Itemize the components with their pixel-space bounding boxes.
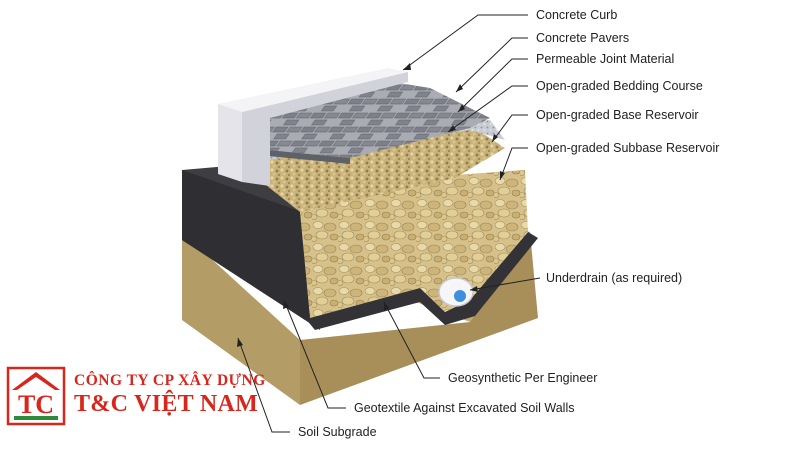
label-permeable-joint-material: Permeable Joint Material (536, 52, 675, 66)
label-open-graded-subbase-reservoir: Open-graded Subbase Reservoir (536, 141, 720, 155)
arrowhead-concrete-pavers (456, 84, 463, 92)
arrowhead-soil-subgrade (237, 338, 243, 347)
base-reservoir (262, 125, 505, 212)
label-soil-subgrade: Soil Subgrade (298, 425, 377, 439)
leader-subbase-reservoir (499, 147, 528, 181)
arrowhead-geosynthetic (384, 302, 389, 311)
arrowhead-base-reservoir (492, 134, 498, 142)
arrowhead-permeable-joint (458, 104, 465, 112)
underdrain-pipe (438, 277, 474, 307)
geosynthetic-liner-bottom (305, 232, 538, 330)
leader-geotextile (283, 299, 346, 409)
leader-bedding-course (447, 85, 528, 133)
arrowhead-concrete-curb (403, 63, 411, 70)
company-logo: TC CÔNG TY CP XÂY DỰNG T&C VIỆT NAM (6, 364, 265, 430)
concrete-curb-top (218, 68, 408, 112)
leader-underdrain (469, 277, 541, 291)
leader-base-reservoir (491, 114, 528, 143)
label-underdrain: Underdrain (as required) (546, 271, 683, 285)
company-logo-mark-icon: TC (6, 366, 66, 426)
leader-soil-subgrade (237, 337, 290, 433)
logo-mark-letters: TC (18, 390, 54, 419)
arrowhead-bedding-course (448, 125, 456, 132)
leader-concrete-curb (402, 14, 528, 71)
leader-geosynthetic (383, 301, 440, 379)
arrowhead-underdrain (470, 286, 478, 292)
arrowhead-subbase-reservoir (500, 171, 505, 180)
label-open-graded-base-reservoir: Open-graded Base Reservoir (536, 108, 699, 122)
arrowhead-geotextile (283, 300, 289, 309)
concrete-curb-side (242, 72, 408, 186)
leader-concrete-pavers (455, 37, 528, 93)
logo-company-line1: CÔNG TY CP XÂY DỰNG (74, 372, 266, 389)
label-concrete-curb: Concrete Curb (536, 8, 618, 22)
label-geosynthetic: Geosynthetic Per Engineer (448, 371, 598, 385)
leader-permeable-joint (457, 58, 528, 113)
pavers-front-edge (268, 150, 350, 164)
label-concrete-pavers: Concrete Pavers (536, 31, 630, 45)
soil-subgrade-side (300, 232, 538, 405)
geotextile-liner-edge (182, 170, 320, 330)
subbase-reservoir (300, 170, 528, 318)
label-geotextile: Geotextile Against Excavated Soil Walls (354, 401, 575, 415)
logo-company-line2: T&C VIỆT NAM (74, 391, 259, 417)
soil-subgrade-front (182, 232, 300, 405)
label-open-graded-bedding-course: Open-graded Bedding Course (536, 79, 703, 93)
concrete-curb-front (218, 104, 242, 182)
